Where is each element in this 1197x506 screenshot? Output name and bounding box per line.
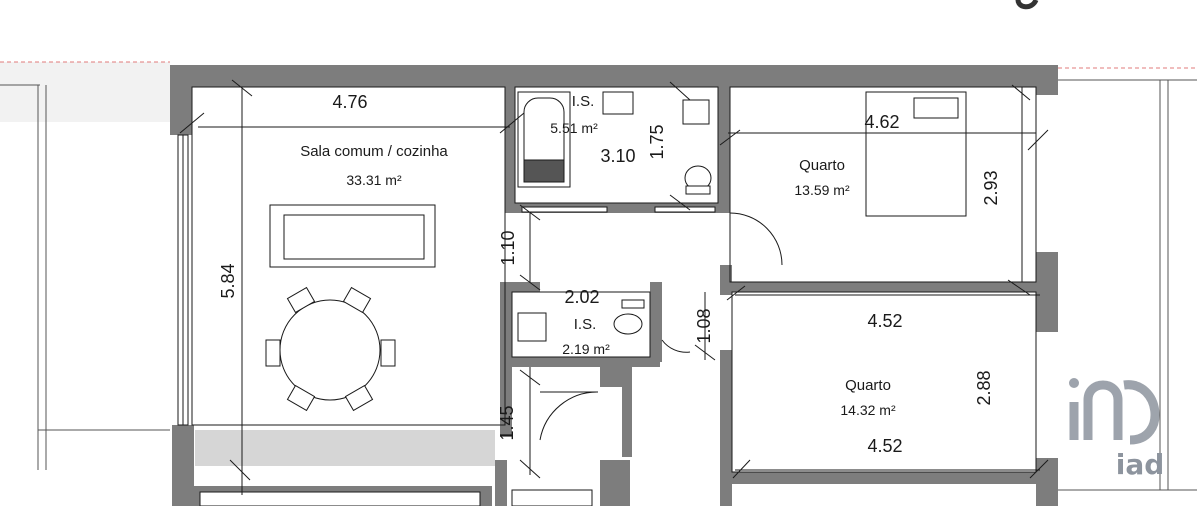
bath2-fixtures bbox=[517, 299, 645, 342]
terrace-left bbox=[0, 61, 170, 470]
dining-set bbox=[265, 286, 396, 412]
dim-bath1-width: 3.10 bbox=[600, 146, 635, 166]
dim-bed1-width: 4.62 bbox=[864, 112, 899, 132]
room-living-name: Sala comum / cozinha bbox=[300, 143, 448, 160]
room-bed1-area: 13.59 m² bbox=[794, 182, 850, 198]
wall-outlines bbox=[191, 86, 1037, 506]
room-bath2-area: 2.19 m² bbox=[562, 341, 610, 357]
dimension-lines bbox=[179, 79, 1049, 495]
window-left bbox=[177, 134, 189, 426]
iad-logo bbox=[1069, 378, 1160, 445]
terrace-right bbox=[1058, 67, 1197, 491]
walls bbox=[170, 65, 1058, 506]
floor-shade bbox=[195, 430, 495, 466]
dim-hall2-width: 1.08 bbox=[694, 308, 714, 343]
dim-bed2-width-bottom: 4.52 bbox=[867, 436, 902, 456]
dim-hall-width: 1.10 bbox=[498, 230, 518, 265]
doors bbox=[521, 206, 783, 441]
room-bed1-name: Quarto bbox=[799, 157, 845, 174]
room-living-area: 33.31 m² bbox=[346, 172, 402, 188]
room-bath1-area: 5.51 m² bbox=[550, 120, 598, 136]
bath1-fixtures bbox=[602, 91, 712, 195]
dim-entry-depth: 1.45 bbox=[497, 405, 517, 440]
dim-bath2-width: 2.02 bbox=[564, 287, 599, 307]
dim-living-depth: 5.84 bbox=[218, 263, 238, 298]
bathtub bbox=[517, 91, 571, 188]
dim-living-width: 4.76 bbox=[332, 92, 367, 112]
dim-bed2-depth: 2.88 bbox=[974, 370, 994, 405]
title-fragment bbox=[1015, 0, 1039, 10]
iad-logo-text: iad bbox=[1116, 448, 1165, 481]
room-bed2-name: Quarto bbox=[845, 377, 891, 394]
room-bath1-name: I.S. bbox=[572, 93, 595, 110]
dim-bed2-width-top: 4.52 bbox=[867, 311, 902, 331]
room-bed2-area: 14.32 m² bbox=[840, 402, 896, 418]
dim-bed1-depth: 2.93 bbox=[981, 170, 1001, 205]
dim-bath1-depth: 1.75 bbox=[647, 124, 667, 159]
bed bbox=[865, 91, 967, 217]
sofa bbox=[269, 204, 436, 268]
room-bath2-name: I.S. bbox=[574, 316, 597, 333]
